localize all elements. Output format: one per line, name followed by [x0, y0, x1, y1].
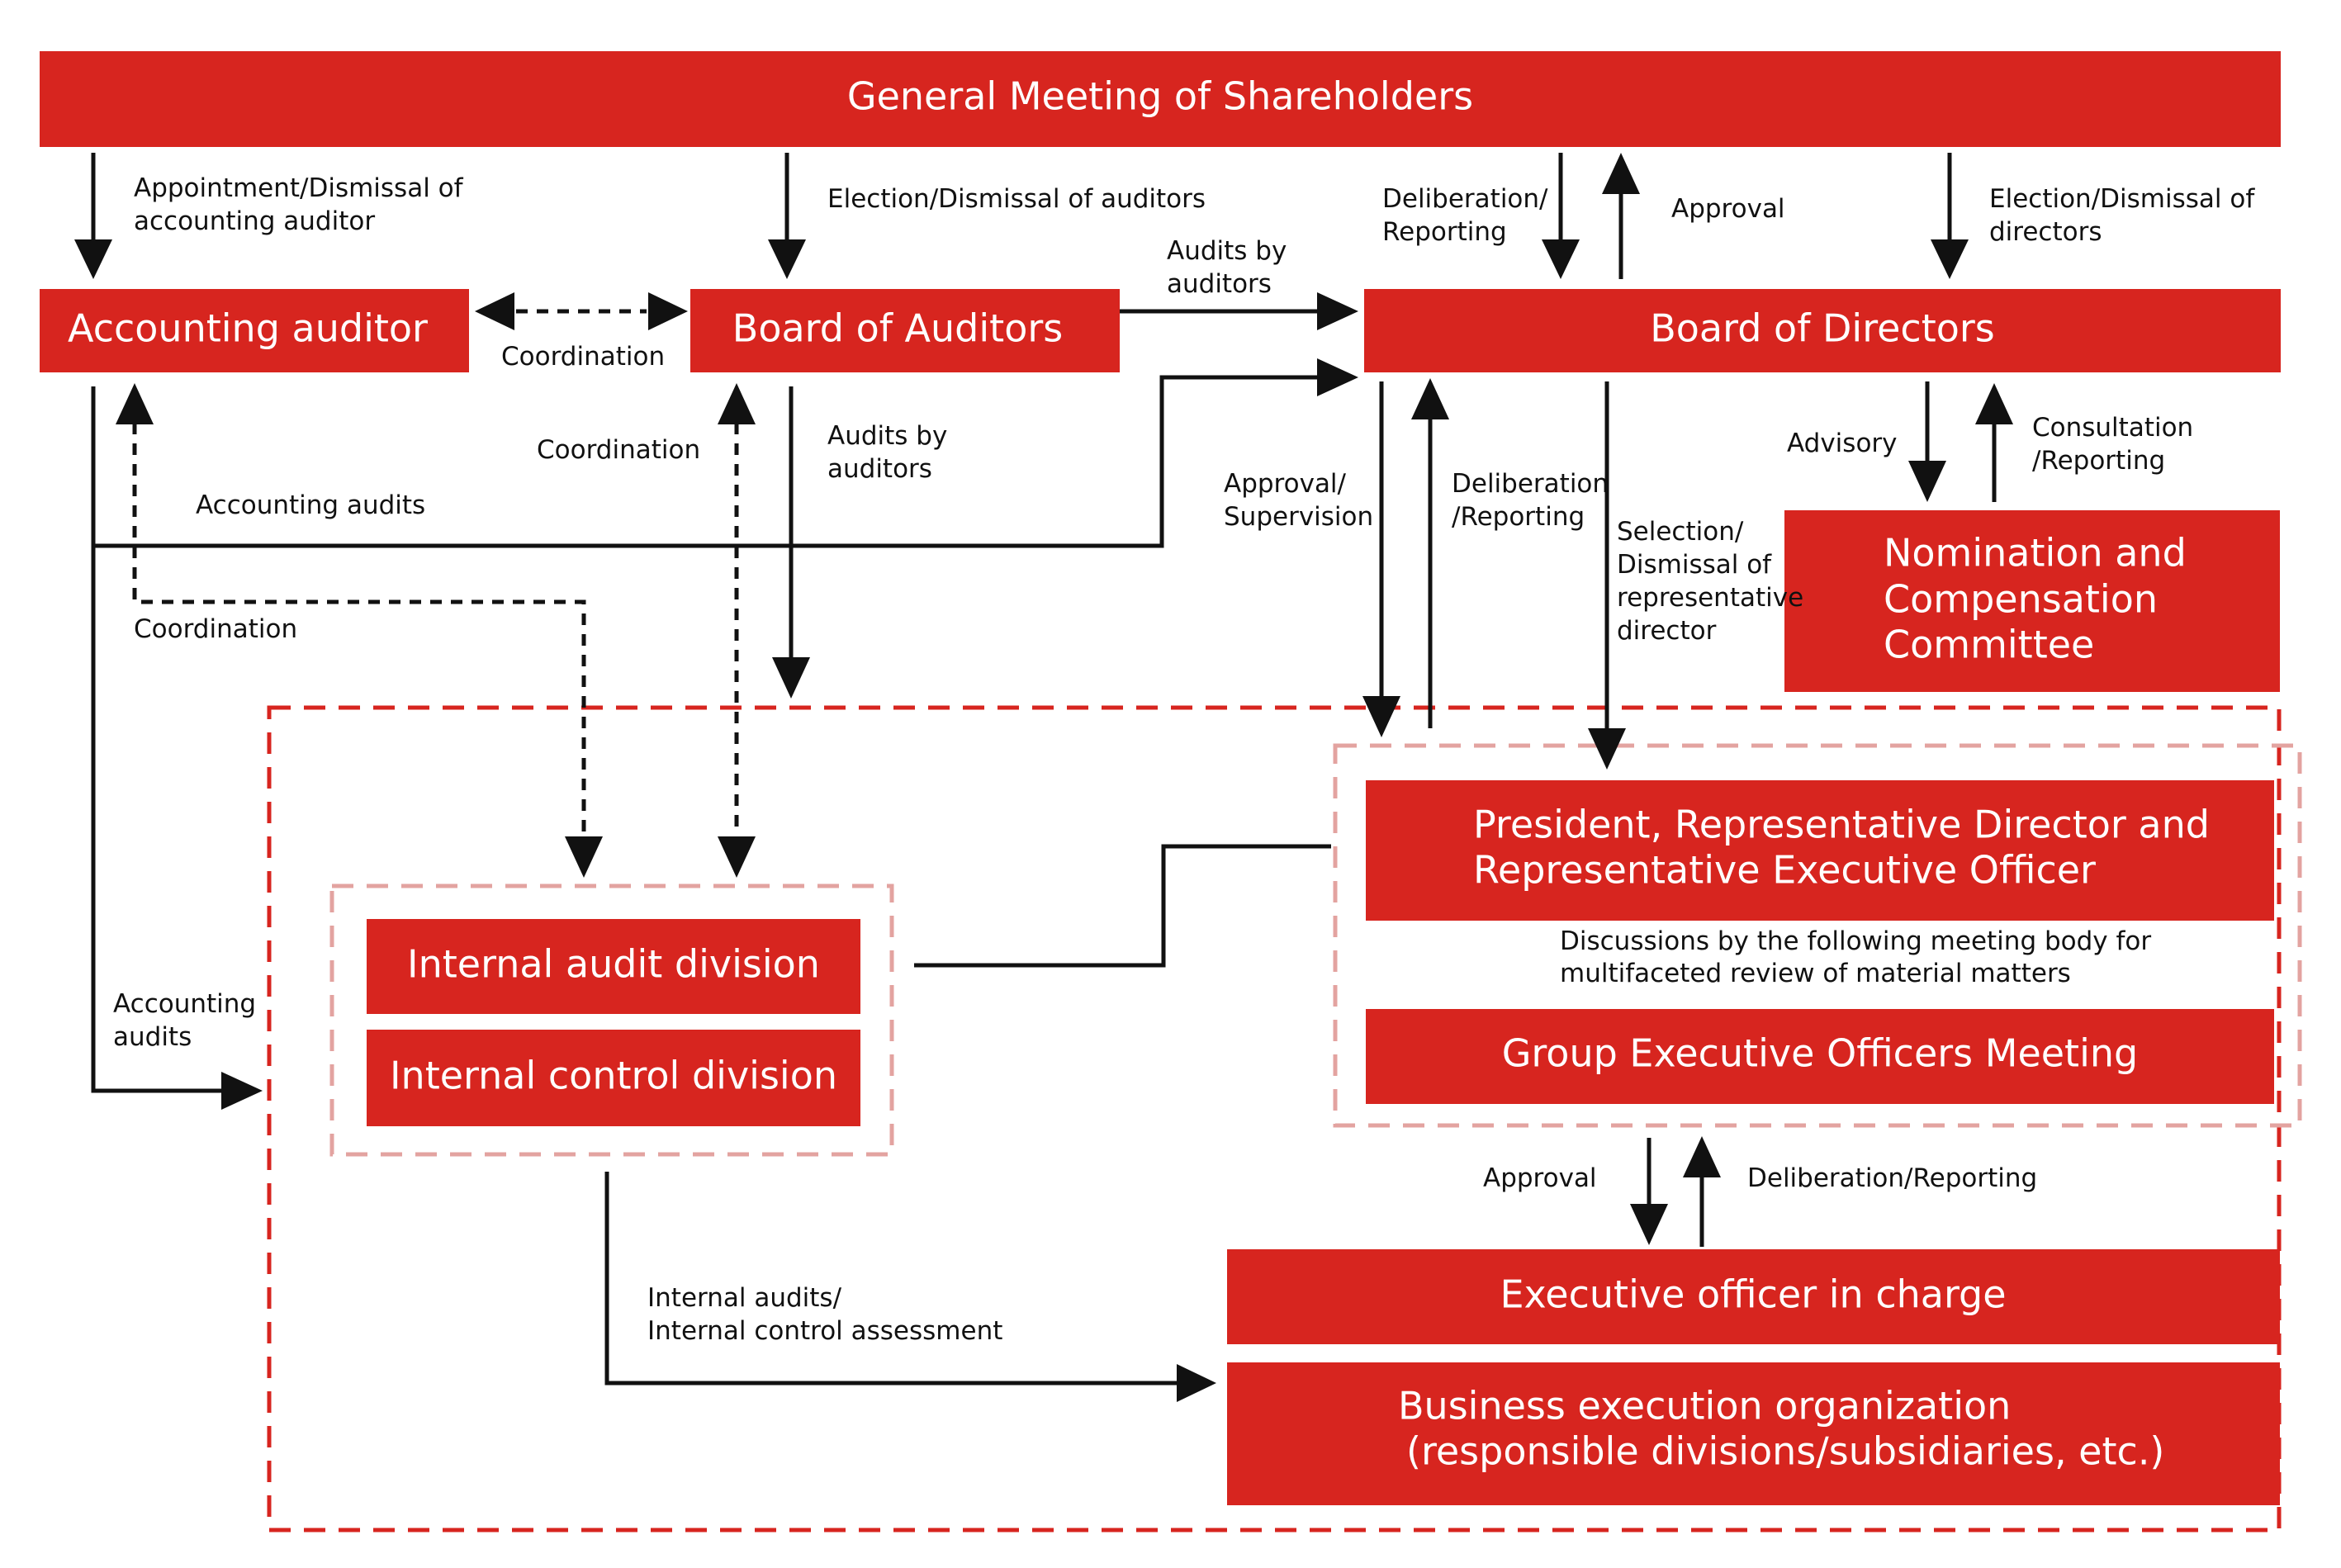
- arrow-approval-supervision: [1362, 381, 1400, 737]
- arrow-coordination-auditors-internal: [718, 383, 756, 878]
- arrow-approval-top: [1602, 153, 1640, 279]
- arrow-election-directors: [1931, 153, 1969, 279]
- board-of-auditors-box: Board of Auditors: [690, 289, 1120, 372]
- arrow-accounting-audits-to-scope: [91, 386, 263, 1110]
- internal-divisions-frame: [329, 883, 894, 1157]
- label-audits-by-auditors-1b: auditors: [1167, 269, 1272, 299]
- executive-officer-box: Executive officer in charge: [1227, 1249, 2280, 1344]
- president-box: President, Representative Director and R…: [1366, 780, 2274, 921]
- label-approval-supervision-1: Approval/: [1224, 469, 1347, 499]
- arrow-deliberation-mid: [1411, 378, 1449, 728]
- execution-scope-frame: [267, 705, 2282, 1532]
- group-executive-meeting-label: Group Executive Officers Meeting: [1502, 1031, 2138, 1076]
- president-line-2: Representative Executive Officer: [1473, 848, 2096, 893]
- nomination-line-3: Committee: [1884, 623, 2094, 667]
- accounting-auditor-box: Accounting auditor: [40, 289, 469, 372]
- shareholders-box: General Meeting of Shareholders: [40, 51, 2281, 147]
- label-coordination-1: Coordination: [501, 342, 665, 372]
- arrow-deliberation-top: [1542, 153, 1580, 279]
- label-selection-4: director: [1617, 616, 1717, 646]
- arrow-election-auditors: [768, 153, 806, 279]
- nomination-line-2: Compensation: [1884, 577, 2158, 622]
- arrow-coordination-accounting-internal: [116, 383, 603, 878]
- label-internal-audits-1: Internal audits/: [647, 1283, 842, 1313]
- internal-control-division-label: Internal control division: [390, 1054, 837, 1098]
- label-approval-top: Approval: [1671, 194, 1785, 224]
- arrow-deliberation-bottom: [1683, 1136, 1721, 1247]
- label-audits-by-auditors-1a: Audits by: [1167, 236, 1287, 266]
- arrow-consultation: [1975, 383, 2013, 502]
- label-accounting-audits-2a: Accounting: [113, 989, 256, 1019]
- internal-control-division-box: Internal control division: [367, 1030, 860, 1126]
- business-execution-box: Business execution organization (respons…: [1227, 1362, 2280, 1505]
- label-approval-supervision-2: Supervision: [1224, 502, 1373, 532]
- shareholders-label: General Meeting of Shareholders: [847, 74, 1473, 119]
- arrow-approval-bottom: [1630, 1138, 1668, 1245]
- label-internal-audits-2: Internal control assessment: [647, 1316, 1002, 1346]
- label-discussions-2: multifaceted review of material matters: [1560, 959, 2071, 988]
- nomination-committee-box: Nomination and Compensation Committee: [1784, 510, 2280, 692]
- label-selection-3: representative: [1617, 583, 1803, 613]
- arrow-advisory: [1908, 381, 1946, 502]
- arrow-appointment: [74, 153, 112, 279]
- label-appointment-1: Appointment/Dismissal of: [134, 173, 464, 203]
- board-of-auditors-label: Board of Auditors: [732, 306, 1063, 351]
- president-line-1: President, Representative Director and: [1473, 803, 2210, 847]
- label-election-directors-2: directors: [1989, 217, 2102, 247]
- arrow-audits-to-directors: [1120, 292, 1358, 330]
- label-approval-bottom: Approval: [1483, 1163, 1597, 1193]
- internal-audit-division-box: Internal audit division: [367, 919, 860, 1014]
- label-selection-1: Selection/: [1617, 517, 1744, 547]
- accounting-auditor-label: Accounting auditor: [68, 306, 428, 351]
- label-election-auditors: Election/Dismissal of auditors: [827, 184, 1206, 214]
- label-accounting-audits-2b: audits: [113, 1022, 192, 1052]
- label-deliberation-top-1: Deliberation/: [1382, 184, 1548, 214]
- business-execution-line-2: (responsible divisions/subsidiaries, etc…: [1406, 1429, 2164, 1474]
- label-appointment-2: accounting auditor: [134, 206, 375, 236]
- executive-group-frame: [1333, 743, 2302, 1128]
- group-executive-meeting-box: Group Executive Officers Meeting: [1366, 1009, 2274, 1104]
- nomination-line-1: Nomination and: [1884, 531, 2187, 576]
- label-deliberation-bottom: Deliberation/Reporting: [1747, 1163, 2037, 1193]
- arrow-coordination-horizontal: [475, 292, 688, 330]
- board-of-directors-box: Board of Directors: [1364, 289, 2281, 372]
- business-execution-line-1: Business execution organization: [1398, 1384, 2011, 1428]
- label-advisory: Advisory: [1787, 429, 1898, 458]
- arrow-accounting-audits-to-directors: [93, 358, 1358, 548]
- label-consultation-1: Consultation: [2032, 413, 2193, 443]
- label-election-directors-1: Election/Dismissal of: [1989, 184, 2255, 214]
- label-deliberation-mid-1: Deliberation: [1452, 469, 1609, 499]
- label-coordination-2: Coordination: [537, 435, 700, 465]
- label-consultation-2: /Reporting: [2032, 446, 2165, 476]
- executive-officer-label: Executive officer in charge: [1500, 1272, 2006, 1317]
- label-audits-by-auditors-2a: Audits by: [827, 421, 947, 451]
- label-deliberation-top-2: Reporting: [1382, 217, 1507, 247]
- board-of-directors-label: Board of Directors: [1650, 306, 1995, 351]
- label-deliberation-mid-2: /Reporting: [1452, 502, 1585, 532]
- arrow-audits-by-auditors-down: [772, 386, 810, 699]
- arrow-selection-dismissal: [1588, 381, 1626, 770]
- connector-internal-to-president: [914, 844, 1331, 968]
- label-selection-2: Dismissal of: [1617, 550, 1772, 580]
- label-coordination-3: Coordination: [134, 614, 297, 644]
- label-discussions-1: Discussions by the following meeting bod…: [1560, 926, 2151, 956]
- label-audits-by-auditors-2b: auditors: [827, 454, 932, 484]
- label-accounting-audits-1: Accounting audits: [196, 490, 425, 520]
- arrow-internal-audits: [604, 1172, 1216, 1402]
- internal-audit-division-label: Internal audit division: [407, 942, 820, 987]
